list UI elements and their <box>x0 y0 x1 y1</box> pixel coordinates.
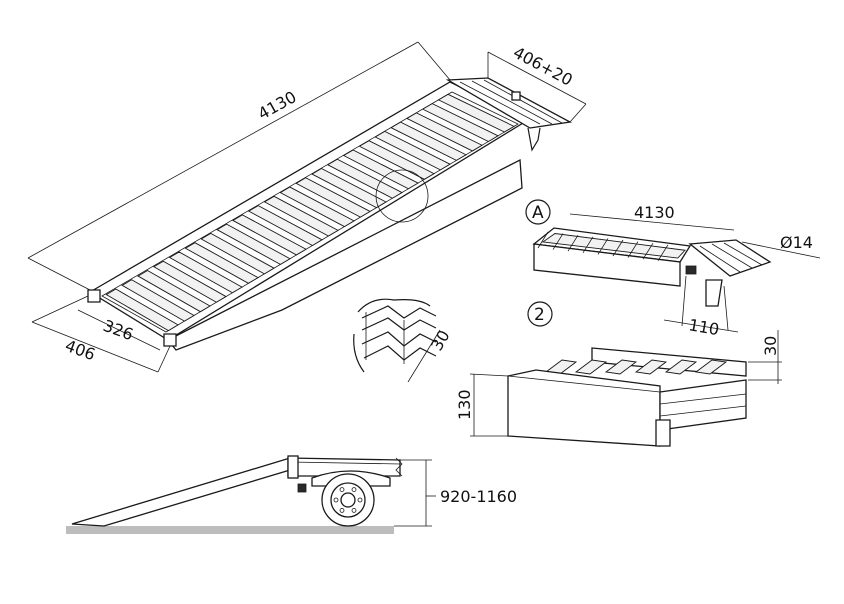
dim-section-height-small-label: 30 <box>761 336 780 356</box>
ground <box>66 526 394 534</box>
wheel-bolt <box>351 507 357 513</box>
detail-a-slat-line <box>642 242 654 260</box>
detail-a-slats <box>537 231 686 262</box>
ramp-slat <box>374 130 451 171</box>
ramp-slat <box>216 223 291 265</box>
detail-a-slat-line <box>552 233 564 250</box>
ramp-foot-right <box>163 333 177 347</box>
detail-a-side <box>533 243 681 287</box>
ramp-slat <box>358 140 435 180</box>
ramp-slat <box>311 167 387 209</box>
ramp-foot-left <box>87 289 101 303</box>
ramp-slat <box>184 242 259 284</box>
detail-2: 2 30 130 <box>455 301 782 447</box>
ramp-slat <box>437 93 515 133</box>
ramp-slat <box>295 177 371 218</box>
detail-2-slat <box>604 359 638 375</box>
ramp-slat <box>200 232 275 275</box>
detail-2-slats <box>544 359 728 375</box>
ramp-slat <box>342 149 419 190</box>
ramp-slat <box>390 121 467 161</box>
detail-2-slat <box>634 359 668 375</box>
ramp-slat <box>152 260 227 303</box>
detail-a-label: A <box>532 203 544 223</box>
detail-2-end-profile <box>659 379 747 431</box>
detail-a-slat-line <box>582 236 594 254</box>
detail-a-pin <box>685 265 697 275</box>
dim-loading-height-label: 920-1160 <box>440 487 517 506</box>
dim-hook-length-label: 110 <box>687 315 720 339</box>
wheel-bolt <box>357 497 363 503</box>
ramp-slat <box>121 279 195 322</box>
ramp-slat <box>326 158 403 199</box>
detail-a-slat-line <box>597 238 609 255</box>
ramp-side-rail <box>166 158 523 351</box>
trailer-hook <box>287 455 299 479</box>
trailer-bracket <box>297 483 307 493</box>
trailer-hub <box>340 492 356 508</box>
ramp-slat <box>263 195 339 237</box>
detail-circle-a <box>375 169 429 223</box>
dim-section-height-label: 130 <box>455 389 474 420</box>
ramp-slat <box>247 205 323 247</box>
wheel-bolt <box>351 487 357 493</box>
detail-2-slat <box>694 359 728 375</box>
ramp-slat <box>405 112 483 152</box>
dim-inner-width-label: 326 <box>101 316 136 344</box>
ramp-slats <box>105 93 515 332</box>
dim-top-width-label: 406+20 <box>510 43 576 90</box>
wheel-bolts <box>333 487 363 513</box>
ramp-slat <box>421 103 499 143</box>
ramp-slat <box>232 214 307 256</box>
dim-outer-width-label: 406 <box>63 336 98 364</box>
trailer-side-view: 920-1160 <box>66 455 517 534</box>
detail-2-slat <box>574 359 608 375</box>
detail-a: A 4130 Ø14 110 <box>525 199 821 339</box>
ramp-slat <box>137 269 211 313</box>
detail-a-marker <box>525 199 551 225</box>
ramp-slat <box>279 186 355 228</box>
wheel-bolt <box>339 507 345 513</box>
main-ramp <box>87 77 573 351</box>
wheel-bolt <box>339 487 345 493</box>
detail-a-slat-line <box>567 234 579 252</box>
wheel-bolt <box>333 497 339 503</box>
ramp-pin <box>511 91 521 101</box>
detail-2-slat <box>664 359 698 375</box>
detail-a-hook <box>705 279 723 307</box>
side-view-ramp <box>71 457 291 527</box>
dim-main-length-label: 4130 <box>255 87 300 123</box>
detail-2-channel <box>655 419 671 447</box>
detail-a-slat-line <box>657 244 669 262</box>
detail-a-slat-line <box>612 239 624 257</box>
detail-2-marker <box>527 301 553 327</box>
dim-pin-diameter-label: Ø14 <box>780 233 813 252</box>
detail-a-slat-line <box>537 231 549 249</box>
detail-a-slat-line <box>627 241 639 258</box>
dim-detail-a-length-label: 4130 <box>634 203 675 222</box>
ramp-slat <box>168 251 243 294</box>
ramp-slat <box>105 288 179 332</box>
slat-profile-detail: 30 <box>353 298 454 383</box>
detail-2-label: 2 <box>534 305 545 325</box>
detail-2-front-beam <box>507 369 661 447</box>
detail-a-slat <box>541 233 686 259</box>
dim-profile-height-label: 30 <box>427 327 454 354</box>
